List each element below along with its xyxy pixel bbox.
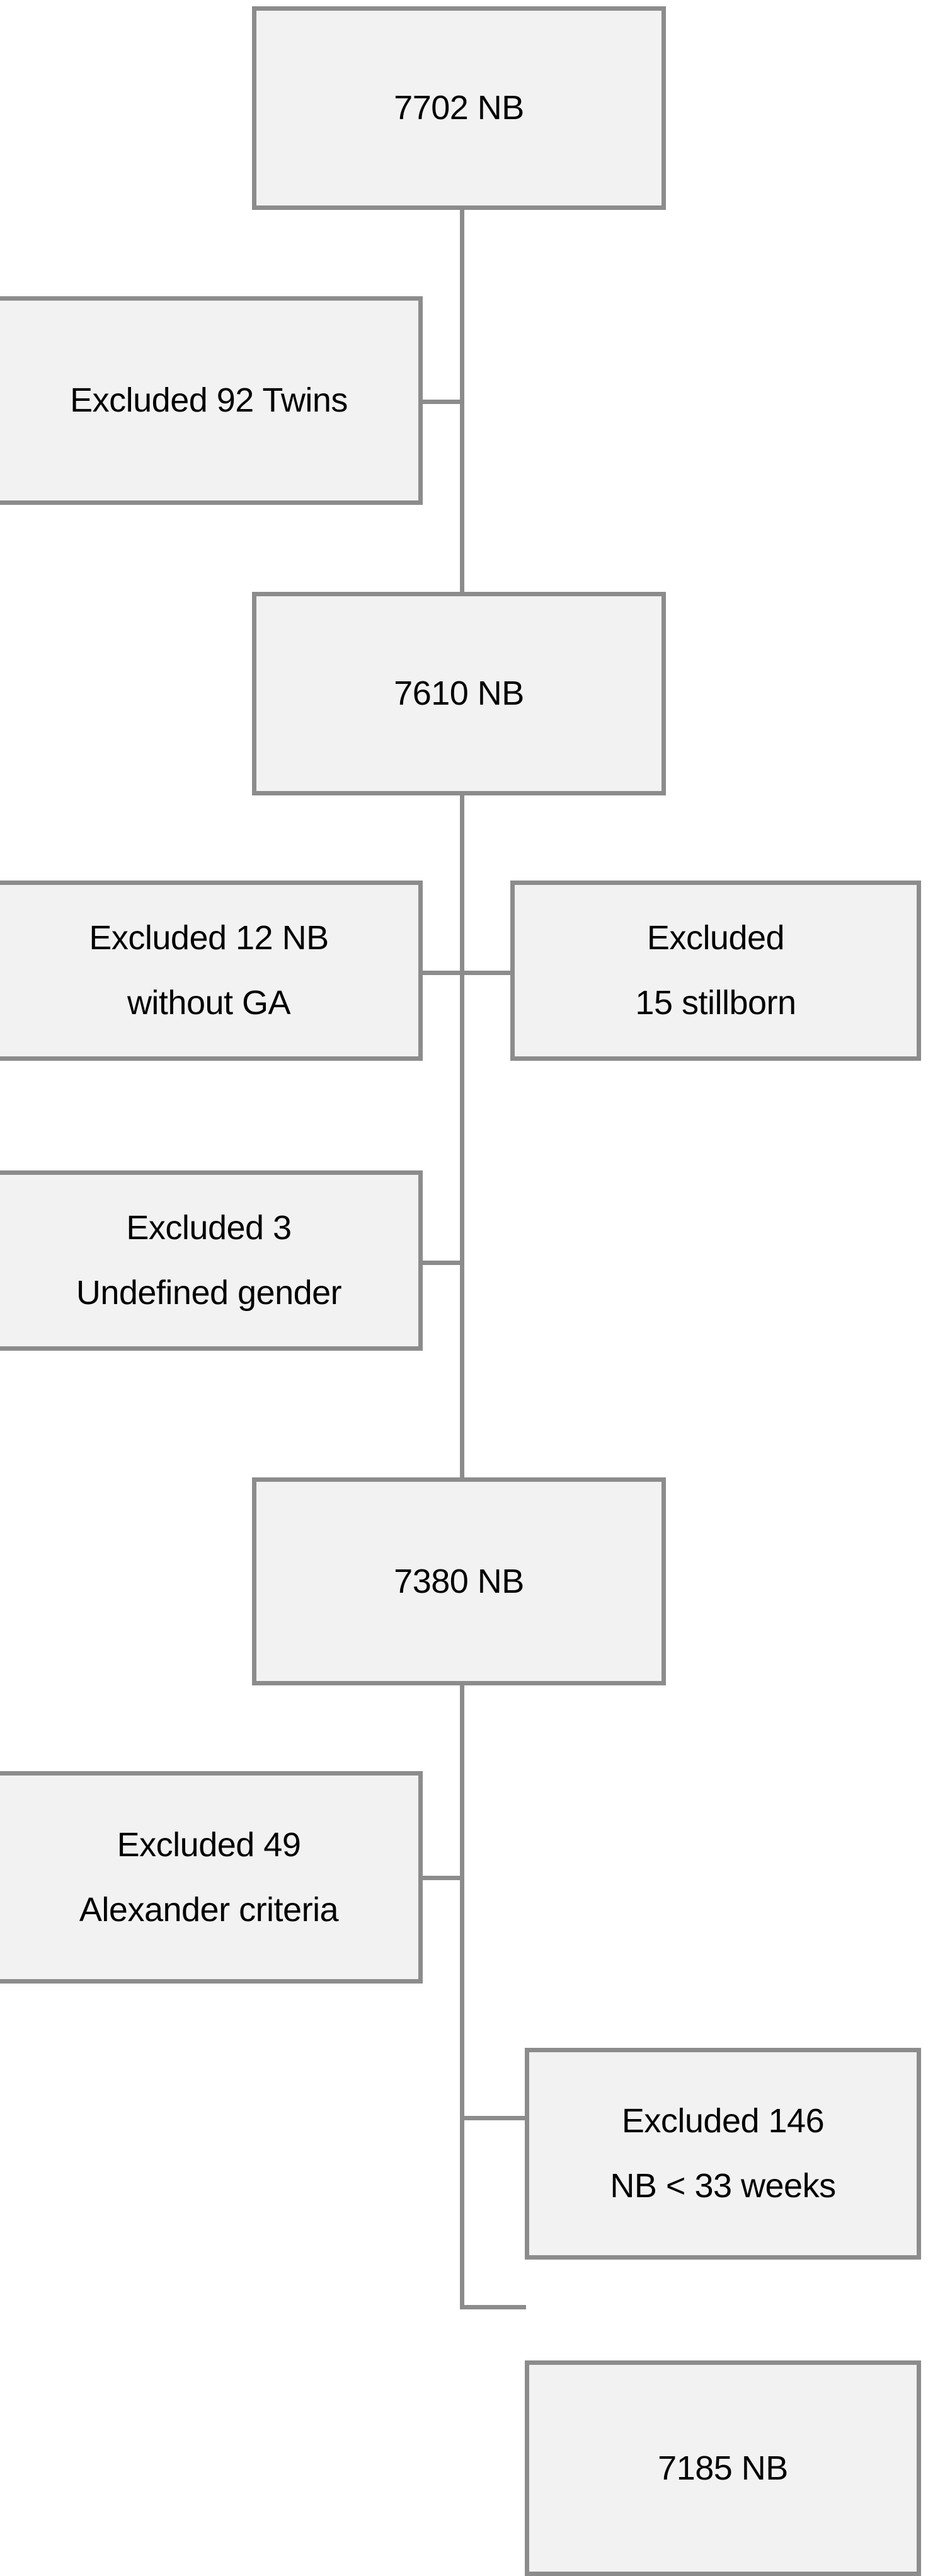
- node-line: Excluded 12 NB: [89, 919, 329, 957]
- node-line: 7380 NB: [394, 1562, 524, 1600]
- node-excluded-33-weeks[interactable]: Excluded 146 NB < 33 weeks: [525, 2048, 921, 2260]
- node-excluded-twins[interactable]: Excluded 92 Twins: [0, 296, 423, 505]
- node-cohort-7610[interactable]: 7610 NB: [252, 592, 666, 795]
- node-cohort-7380[interactable]: 7380 NB: [252, 1477, 666, 1685]
- node-line: 7610 NB: [394, 674, 524, 713]
- connector-to-excluded-stillborn: [460, 971, 510, 975]
- node-line: without GA: [127, 984, 291, 1022]
- connector-spine-second: [460, 795, 464, 1477]
- node-line: Excluded 146: [621, 2102, 825, 2140]
- connector-spine-third: [460, 1685, 464, 2309]
- node-excluded-undefined-gender[interactable]: Excluded 3 Undefined gender: [0, 1170, 423, 1351]
- node-line: Excluded 49: [117, 1825, 301, 1864]
- connector-to-excluded-no-ga: [418, 971, 464, 975]
- node-cohort-7185[interactable]: 7185 NB: [525, 2360, 921, 2576]
- node-line: Excluded 92 Twins: [70, 381, 348, 420]
- node-line: Undefined gender: [76, 1274, 342, 1312]
- node-line: 7185 NB: [658, 2449, 788, 2487]
- connector-to-excluded-gender: [418, 1261, 464, 1265]
- node-cohort-7702[interactable]: 7702 NB: [252, 6, 666, 210]
- node-excluded-stillborn[interactable]: Excluded 15 stillborn: [510, 881, 921, 1061]
- node-line: 7702 NB: [394, 89, 524, 127]
- node-line: Excluded 3: [126, 1209, 292, 1247]
- node-excluded-alexander[interactable]: Excluded 49 Alexander criteria: [0, 1771, 423, 1984]
- node-line: 15 stillborn: [635, 984, 796, 1022]
- node-line: NB < 33 weeks: [610, 2167, 836, 2205]
- connector-to-excluded-33weeks: [460, 2116, 526, 2120]
- node-line: Excluded: [646, 919, 785, 957]
- connector-to-excluded-alexander: [418, 1876, 464, 1880]
- connector-to-final-cohort: [460, 2305, 526, 2309]
- connector-to-excluded-twins: [418, 400, 464, 404]
- node-excluded-no-ga[interactable]: Excluded 12 NB without GA: [0, 881, 423, 1061]
- node-line: Alexander criteria: [79, 1890, 339, 1929]
